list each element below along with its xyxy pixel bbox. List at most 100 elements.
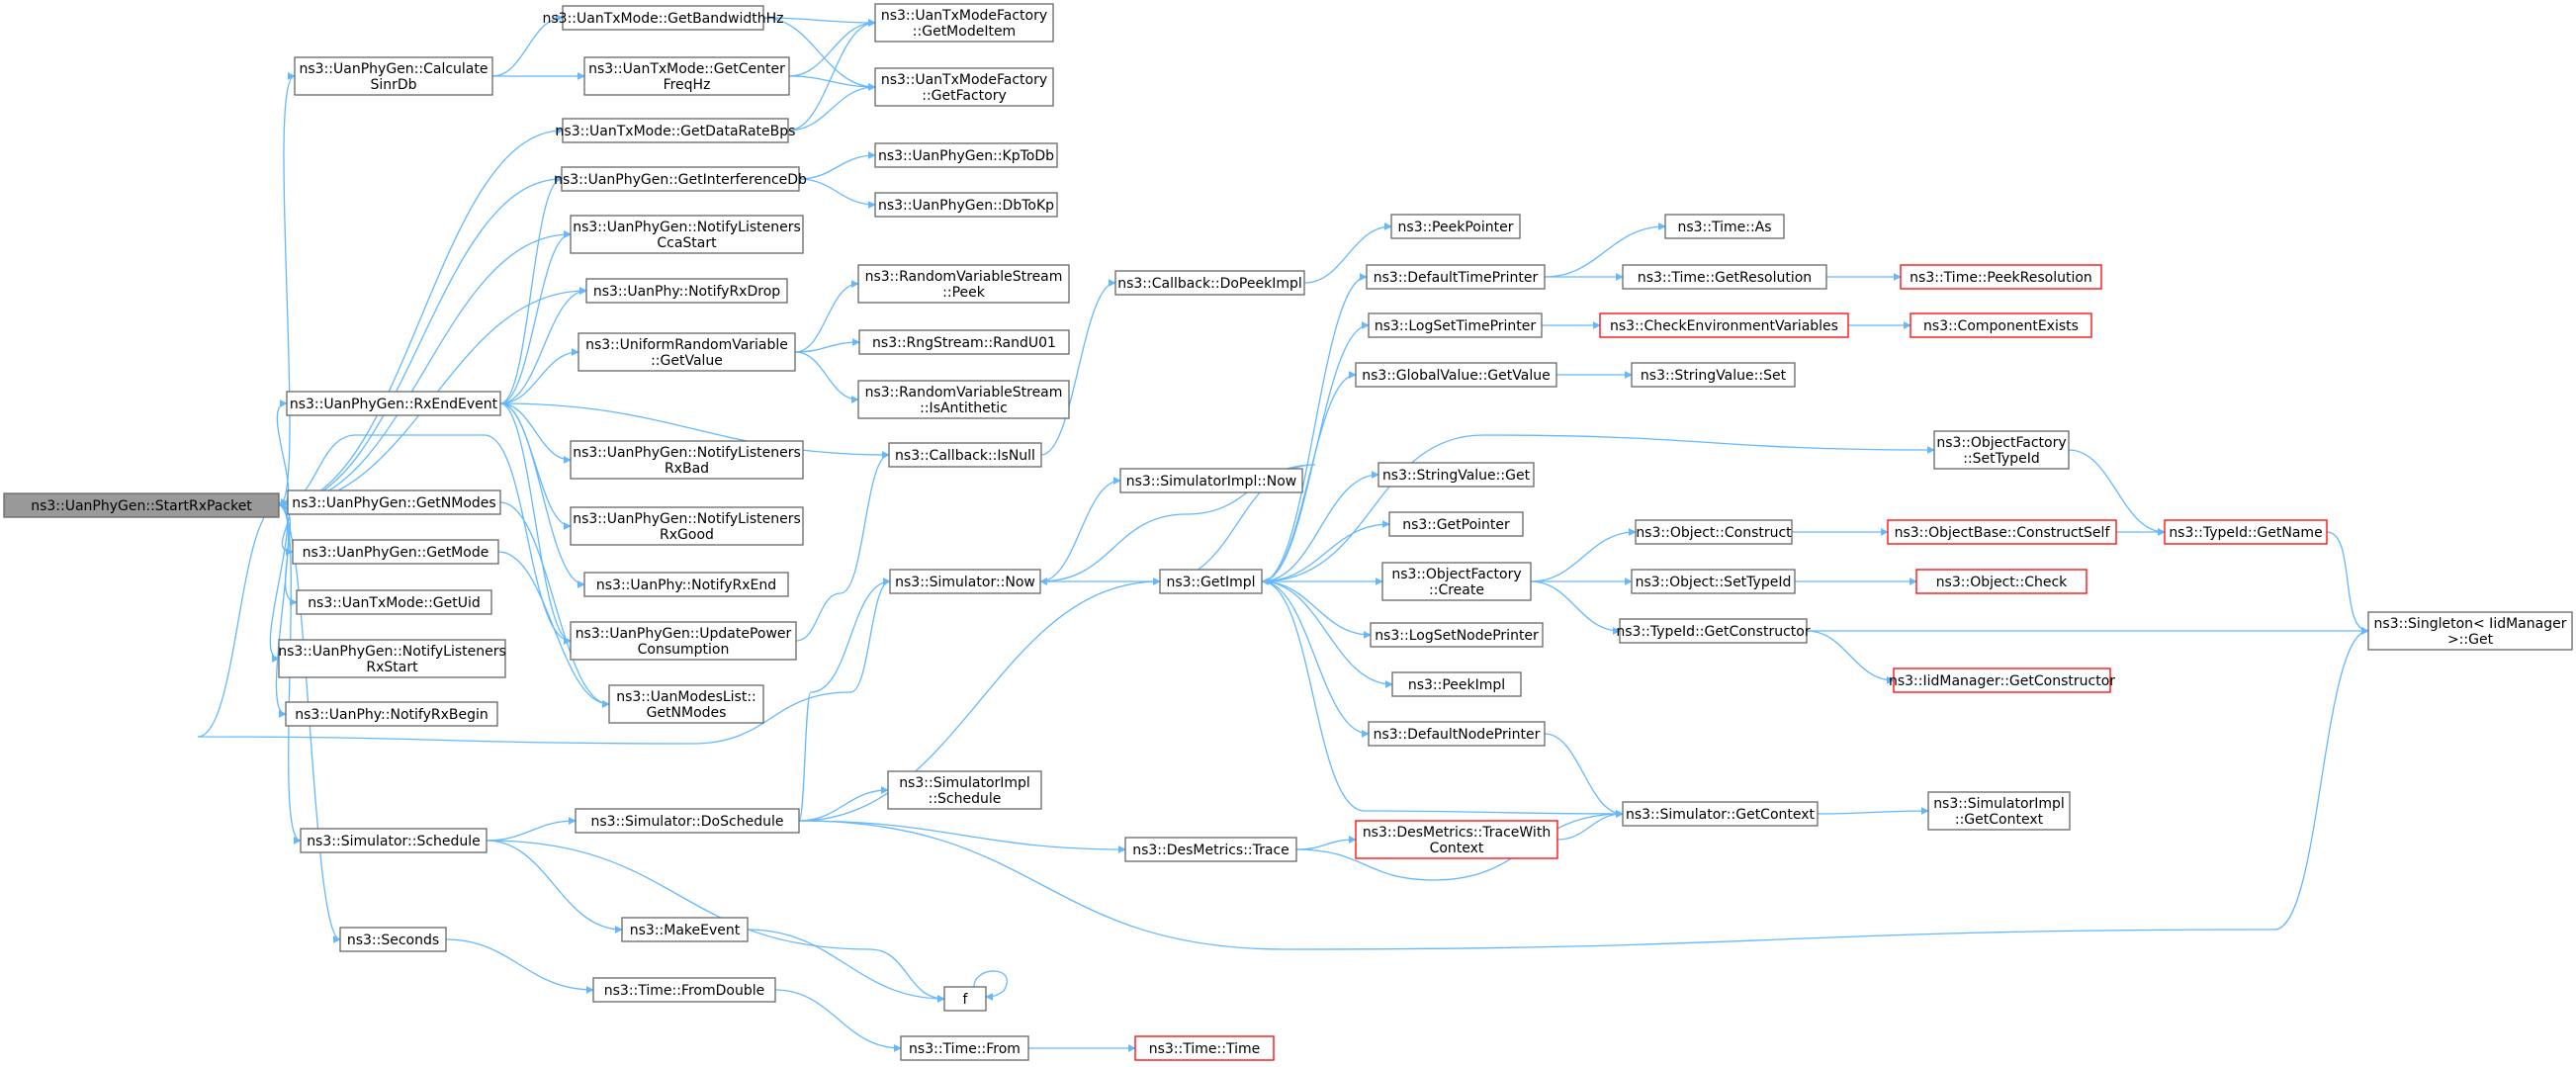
node-rvsanti[interactable]: ns3::RandomVariableStream::IsAntithetic	[857, 380, 1070, 419]
node-timefrom[interactable]: ns3::Time::From	[900, 1035, 1029, 1061]
node-objconstruct[interactable]: ns3::Object::Construct	[1635, 519, 1793, 545]
node-simschedule[interactable]: ns3::Simulator::Schedule	[300, 828, 488, 853]
node-label: ns3::Time::As	[1677, 220, 1771, 235]
node-getfactory[interactable]: ns3::UanTxModeFactory::GetFactory	[874, 67, 1054, 107]
node-typeidgetctor[interactable]: ns3::TypeId::GetConstructor	[1616, 618, 1811, 644]
node-ofsettypeid[interactable]: ns3::ObjectFactory::SetTypeId	[1933, 430, 2070, 470]
node-compexists[interactable]: ns3::ComponentExists	[1910, 312, 2092, 338]
node-getimpl[interactable]: ns3::GetImpl	[1159, 569, 1263, 594]
node-getmode[interactable]: ns3::UanPhyGen::GetMode	[292, 539, 499, 565]
node-simimplnow[interactable]: ns3::SimulatorImpl::Now	[1119, 468, 1303, 493]
node-getnmodes[interactable]: ns3::UanPhyGen::GetNModes	[287, 489, 501, 515]
node-defnodeprinter[interactable]: ns3::DefaultNodePrinter	[1368, 721, 1546, 747]
node-box	[943, 986, 987, 1012]
node-getuid[interactable]: ns3::UanTxMode::GetUid	[296, 589, 492, 615]
node-simgetcontext[interactable]: ns3::Simulator::GetContext	[1622, 801, 1819, 827]
node-doschedule[interactable]: ns3::Simulator::DoSchedule	[575, 808, 800, 834]
node-timegetres[interactable]: ns3::Time::GetResolution	[1622, 264, 1827, 290]
node-makeevent[interactable]: ns3::MakeEvent	[621, 917, 749, 942]
edge-getimpl-to-gvgetvalue	[1261, 371, 1357, 582]
node-typeidgetname[interactable]: ns3::TypeId::GetName	[2164, 519, 2328, 545]
node-randu01[interactable]: ns3::RngStream::RandU01	[858, 329, 1070, 355]
node-box	[1631, 569, 1796, 594]
node-seconds[interactable]: ns3::Seconds	[339, 927, 447, 952]
node-ofcreate[interactable]: ns3::ObjectFactory::Create	[1381, 562, 1532, 601]
edge-startrx-to-notifycca	[278, 230, 572, 506]
node-label: ns3::UanPhyGen::GetInterferenceDb	[554, 172, 807, 188]
node-box	[339, 927, 447, 952]
node-deftimeprinter[interactable]: ns3::DefaultTimePrinter	[1366, 264, 1546, 290]
node-urvgetvalue[interactable]: ns3::UniformRandomVariable::GetValue	[577, 332, 796, 372]
node-objcheck[interactable]: ns3::Object::Check	[1915, 569, 2087, 594]
node-objbasector[interactable]: ns3::ObjectBase::ConstructSelf	[1887, 519, 2117, 545]
node-getdatarate[interactable]: ns3::UanTxMode::GetDataRateBps	[556, 118, 796, 143]
node-box	[585, 278, 788, 304]
node-peekpointer[interactable]: ns3::PeekPointer	[1390, 214, 1521, 239]
node-logsetnode[interactable]: ns3::LogSetNodePrinter	[1370, 622, 1544, 648]
node-label: ::GetModeItem	[913, 24, 1016, 40]
node-simimplschedule[interactable]: ns3::SimulatorImpl::Schedule	[887, 770, 1042, 810]
node-strget[interactable]: ns3::StringValue::Get	[1377, 462, 1535, 488]
node-rvspeek[interactable]: ns3::RandomVariableStream::Peek	[857, 264, 1070, 304]
node-timetime[interactable]: ns3::Time::Time	[1134, 1035, 1275, 1061]
node-box	[1381, 562, 1532, 601]
node-box	[889, 569, 1041, 594]
node-checkenv[interactable]: ns3::CheckEnvironmentVariables	[1599, 312, 1849, 338]
node-strset[interactable]: ns3::StringValue::Set	[1631, 362, 1796, 388]
node-modeslist[interactable]: ns3::UanModesList::GetNModes	[608, 684, 764, 724]
node-kptodb[interactable]: ns3::UanPhyGen::KpToDb	[874, 142, 1058, 168]
node-box	[1915, 569, 2087, 594]
node-singleton[interactable]: ns3::Singleton< IidManager>::Get	[2367, 611, 2573, 651]
node-gvgetvalue[interactable]: ns3::GlobalValue::GetValue	[1355, 362, 1557, 388]
node-box	[294, 56, 493, 96]
node-label: ns3::UanPhyGen::UpdatePower	[576, 626, 792, 642]
node-startrx[interactable]: ns3::UanPhyGen::StartRxPacket	[3, 492, 280, 518]
node-label: ns3::UanPhyGen::StartRxPacket	[31, 498, 252, 514]
edge-rxend-to-notifyrxgood	[499, 402, 572, 530]
node-timepeekres[interactable]: ns3::Time::PeekResolution	[1900, 264, 2102, 290]
edge-startrx-to-getnmodes	[277, 498, 290, 507]
node-isnull[interactable]: ns3::Callback::IsNull	[888, 442, 1042, 468]
node-peekimpl[interactable]: ns3::PeekImpl	[1391, 671, 1522, 697]
node-notifyrxdrop[interactable]: ns3::UanPhy::NotifyRxDrop	[585, 278, 788, 304]
node-label: ns3::UanTxMode::GetUid	[308, 595, 481, 611]
node-getpointer[interactable]: ns3::GetPointer	[1388, 511, 1524, 537]
edge-doschedule-to-desmetrics	[798, 820, 1126, 853]
edge-getbw-to-getfactory	[762, 17, 876, 91]
edge-startrx-to-getmode	[278, 504, 294, 556]
edge-rxend-to-notifyrxend	[499, 402, 585, 588]
edge-rxend-to-notifyrxbad	[499, 402, 572, 464]
edge-startrx-to-updatepower	[278, 434, 572, 645]
node-label: ns3::PeekImpl	[1408, 677, 1505, 693]
node-timefromdouble[interactable]: ns3::Time::FromDouble	[592, 977, 776, 1003]
node-getbw[interactable]: ns3::UanTxMode::GetBandwidthHz	[543, 5, 784, 31]
node-box	[1377, 462, 1535, 488]
node-dopeekimpl[interactable]: ns3::Callback::DoPeekImpl	[1114, 270, 1305, 296]
node-simimplctx[interactable]: ns3::SimulatorImpl::GetContext	[1927, 791, 2071, 831]
node-getmodeitem[interactable]: ns3::UanTxModeFactory::GetModeItem	[874, 3, 1054, 43]
node-dbtokp[interactable]: ns3::UanPhyGen::DbToKp	[874, 192, 1058, 218]
node-iidgetctor[interactable]: ns3::IidManager::GetConstructor	[1889, 667, 2115, 693]
node-logsettime[interactable]: ns3::LogSetTimePrinter	[1368, 312, 1543, 338]
node-notifyrxbegin[interactable]: ns3::UanPhy::NotifyRxBegin	[285, 701, 498, 727]
node-f[interactable]: f	[943, 986, 987, 1012]
node-desmetrics[interactable]: ns3::DesMetrics::Trace	[1124, 837, 1297, 862]
node-simnow[interactable]: ns3::Simulator::Now	[889, 569, 1041, 594]
node-box	[583, 572, 789, 597]
node-objsettypeid[interactable]: ns3::Object::SetTypeId	[1631, 569, 1796, 594]
edge-getinterf-to-dbtokp	[798, 178, 876, 209]
node-notifyrxend[interactable]: ns3::UanPhy::NotifyRxEnd	[583, 572, 789, 597]
node-timeas[interactable]: ns3::Time::As	[1664, 214, 1785, 239]
node-label: ns3::SimulatorImpl	[1933, 796, 2065, 812]
node-getinterf[interactable]: ns3::UanPhyGen::GetInterferenceDb	[554, 166, 807, 192]
node-rxend[interactable]: ns3::UanPhyGen::RxEndEvent	[286, 391, 501, 416]
node-box	[287, 489, 501, 515]
